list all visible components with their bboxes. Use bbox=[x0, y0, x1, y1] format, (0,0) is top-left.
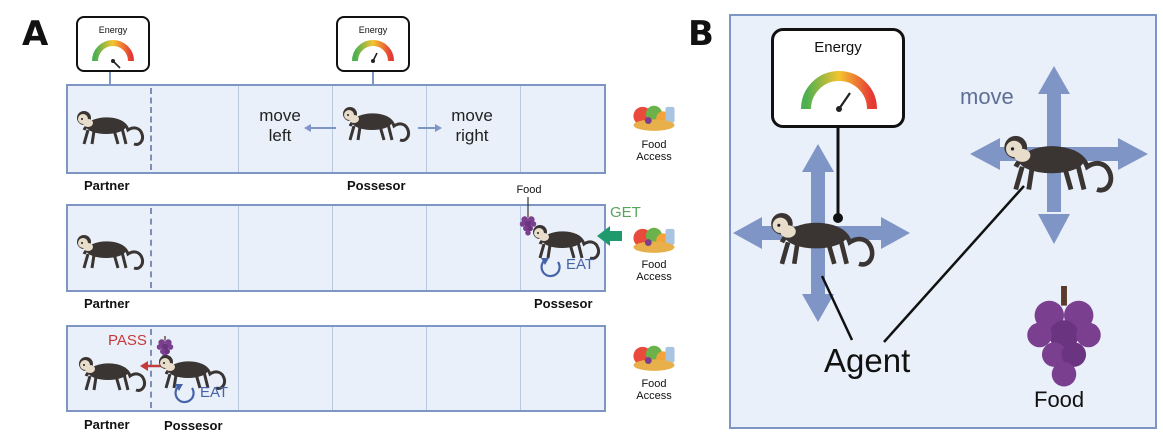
monkey-icon bbox=[766, 196, 878, 270]
partner-energy-gauge: Energy bbox=[76, 16, 150, 72]
gauge-label: Energy bbox=[814, 39, 862, 56]
energy-gauge-icon bbox=[352, 40, 394, 63]
possessor-label: Possesor bbox=[534, 296, 593, 311]
gauge-label: Energy bbox=[358, 25, 388, 35]
pass-label: PASS bbox=[108, 332, 147, 349]
partner-label: Partner bbox=[84, 417, 130, 432]
panel-b-letter: B bbox=[688, 14, 714, 54]
agent-label: Agent bbox=[824, 342, 911, 379]
track-row-3 bbox=[66, 325, 606, 412]
eat-label: EAT bbox=[566, 256, 595, 273]
food-label: Food bbox=[516, 184, 542, 196]
monkey-icon bbox=[998, 118, 1118, 196]
food-label: Food bbox=[1034, 387, 1085, 412]
eat-cycle-icon bbox=[174, 384, 195, 404]
partner-label: Partner bbox=[84, 178, 130, 193]
get-label: GET bbox=[610, 204, 641, 221]
energy-gauge-icon bbox=[92, 40, 134, 69]
possessor-energy-gauge: Energy bbox=[336, 16, 410, 72]
partner-label: Partner bbox=[84, 296, 130, 311]
grape-icon bbox=[1032, 286, 1096, 384]
eat-cycle-icon bbox=[540, 258, 561, 278]
agent-energy-gauge: Energy bbox=[771, 28, 905, 128]
possessor-label: Possesor bbox=[347, 178, 406, 193]
energy-gauge-icon bbox=[801, 71, 877, 112]
panel-a-letter: A bbox=[22, 14, 49, 54]
possessor-label: Possesor bbox=[164, 418, 223, 433]
gauge-label: Energy bbox=[98, 25, 128, 35]
track-row-2 bbox=[66, 204, 606, 292]
move-label: move bbox=[960, 84, 1014, 109]
eat-label: EAT bbox=[200, 384, 229, 401]
